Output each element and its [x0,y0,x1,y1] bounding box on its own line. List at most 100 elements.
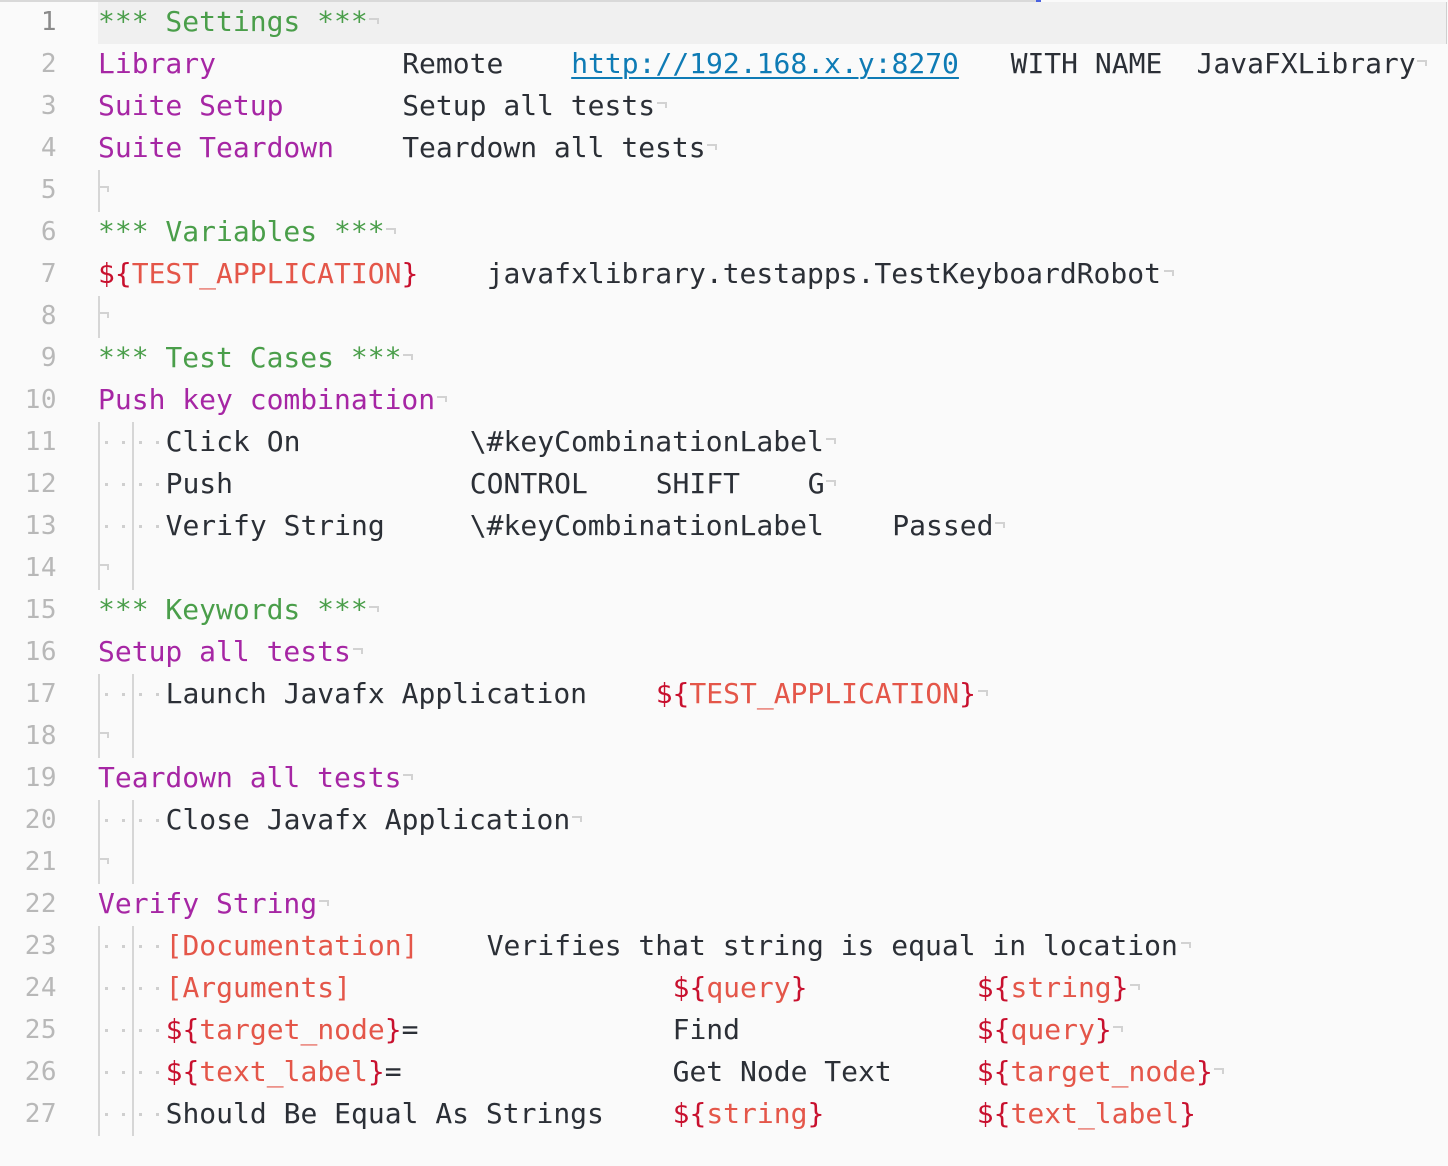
line-number: 10 [24,385,57,415]
indent-guide [98,422,100,590]
end-of-line-icon [437,396,447,402]
argument-text: \#keyCombinationLabel [469,509,824,542]
whitespace-dot-icon [122,441,126,444]
variable: ${text_label} [977,1093,1196,1135]
indent-guide [98,674,100,758]
code-line[interactable]: 9*** Test Cases *** [0,337,1448,379]
whitespace-dot-icon [156,945,160,948]
variable: ${target_node}= [166,1009,419,1051]
code-content: *** Test Cases *** [98,337,1438,379]
code-line[interactable]: 7${TEST_APPLICATION}javafxlibrary.testap… [0,253,1448,295]
whitespace-dot-icon [105,1029,109,1032]
code-content: Launch Javafx Application${TEST_APPLICAT… [98,673,1438,715]
indent-guide [98,170,100,212]
end-of-line-icon [707,144,718,150]
code-line[interactable]: 11 Click On \#keyCombinationLabel [0,421,1448,463]
line-number: 8 [40,301,57,331]
line-number: 14 [24,553,57,583]
setting-keyword: Suite Teardown [98,131,335,164]
end-of-line-icon [318,900,329,906]
line-number: 23 [24,931,57,961]
argument-text: Push [165,467,234,500]
line-number: 11 [24,427,57,457]
code-line[interactable]: 26${text_label}=Get Node Text${target_no… [0,1051,1448,1093]
argument-text: Verify String [165,509,385,542]
argument-text: CONTROL [469,467,588,500]
code-line[interactable]: 6*** Variables *** [0,211,1448,253]
section-header: *** Settings *** [98,5,368,38]
code-content [98,169,1438,211]
code-line[interactable]: 18 [0,715,1448,757]
end-of-line-icon [99,564,109,570]
end-of-line-icon [1180,942,1191,948]
code-content: Setup all tests [98,631,1438,673]
meta-setting: [Documentation] [165,929,419,962]
end-of-line-icon [1129,984,1140,990]
argument-text: Click On [165,425,301,458]
section-header: *** Keywords *** [98,593,368,626]
indent-guide [131,800,134,884]
code-content: Close Javafx Application [98,799,1438,841]
line-number: 15 [24,595,57,625]
variable-brace-open: ${ [976,1013,1011,1046]
code-line[interactable]: 8 [0,295,1448,337]
scrollbar-track[interactable] [1446,2,1447,44]
variable-brace-open: ${ [98,257,132,290]
variable-name: TEST_APPLICATION [131,257,402,290]
whitespace-dot-icon [122,819,126,822]
line-number: 2 [40,49,57,79]
code-line[interactable]: 14 [0,547,1448,589]
argument-text: javafxlibrary.testapps.TestKeyboardRobot [486,257,1161,290]
line-number: 20 [24,805,57,835]
line-number: 5 [40,175,57,205]
end-of-line-icon [99,732,109,738]
code-line[interactable]: 15 *** Keywords *** [0,589,1448,631]
meta-setting: [Arguments] [165,971,352,1004]
code-line[interactable]: 24[Arguments]${query}${string} [0,967,1448,1009]
keyword-name: Teardown all tests [98,761,402,794]
variable-name: query [1010,1013,1095,1046]
code-line[interactable]: 23[Documentation]Verifies that string is… [0,925,1448,967]
argument-text: WITH NAME [1010,47,1163,80]
whitespace-dot-icon [156,441,160,444]
code-line[interactable]: 21 [0,841,1448,883]
argument-text: \#keyCombinationLabel [469,425,824,458]
code-line[interactable]: 20 Close Javafx Application [0,799,1448,841]
end-of-line-icon [386,228,397,234]
line-number: 13 [24,511,57,541]
section-header: *** Variables *** [98,215,385,248]
variable-brace-close: } [401,257,419,290]
argument-text: Teardown all tests [402,131,706,164]
indent-guide [131,674,134,758]
code-line[interactable]: 1*** Settings *** [0,1,1448,43]
assignment-operator: = [401,1013,419,1046]
variable-brace-close: } [384,1013,402,1046]
end-of-line-icon [403,774,414,780]
variable-name: text_label [1010,1097,1180,1130]
end-of-line-icon [994,522,1005,528]
code-content: Should Be Equal As Strings${string}${tex… [98,1093,1438,1135]
url-link[interactable]: http://192.168.x.y:8270 [571,47,959,80]
whitespace-dot-icon [156,819,160,822]
code-line[interactable]: 5 [0,169,1448,211]
line-number: 3 [40,91,57,121]
code-line[interactable]: 25${target_node}=Find${query} [0,1009,1448,1051]
code-content: Suite Teardown Teardown all tests [98,127,1438,169]
line-number: 26 [24,1057,57,1087]
variable-name: query [706,971,791,1004]
argument-text: Get Node Text [672,1055,892,1088]
variable-brace-open: ${ [672,1097,707,1130]
argument-text: Find [672,1013,741,1046]
